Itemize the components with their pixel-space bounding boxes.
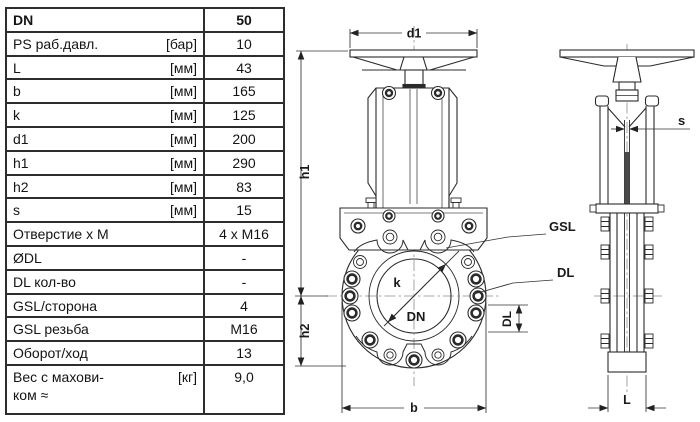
value-cell: 13 (236, 345, 252, 362)
value-cell: 43 (236, 59, 252, 76)
dim-label-s: s (678, 113, 685, 128)
param-label: Отверстие x M (13, 226, 109, 243)
dim-label-dn: DN (407, 309, 426, 324)
value-cell: 125 (232, 107, 256, 124)
unit-label: [мм] (169, 130, 197, 147)
param-cell: k [мм] (7, 104, 205, 126)
value-cell: 4 (240, 297, 248, 314)
leader-lines (445, 233, 554, 333)
param-cell: d1 [мм] (7, 127, 205, 150)
param-label: s (13, 202, 20, 219)
table-row: k [мм] 125 (7, 104, 283, 128)
dim-label-dl: DL (500, 311, 514, 327)
unit-label: [мм] (169, 178, 197, 195)
dim-label-h1: h1 (298, 165, 312, 180)
param-label: h2 (13, 178, 29, 195)
value-cell: M16 (230, 321, 258, 338)
unit-label: [мм] (169, 202, 197, 219)
value-cell: 9,0 (234, 368, 254, 385)
table-row: Отверстие x M 4 x M16 (7, 223, 283, 247)
table-row: b [мм] 165 (7, 80, 283, 105)
label-gsl: GSL (549, 219, 576, 234)
dim-label-k: k (393, 275, 401, 290)
value-cell: 83 (236, 178, 252, 195)
side-dimensions (588, 125, 690, 412)
unit-label: [мм] (169, 83, 197, 100)
param-cell: GSL/сторона (7, 294, 205, 317)
table-row: Вес с махови-ком ≈ [кг] 9,0 (7, 365, 283, 413)
table-row: h2 [мм] 83 (7, 175, 283, 200)
value-cell: - (241, 273, 247, 290)
param-label: Оборот/ход (13, 345, 88, 362)
param-cell: Оборот/ход (7, 342, 205, 364)
param-cell: s [мм] (7, 199, 205, 222)
unit-label: [кг] (177, 368, 197, 385)
table-row: GSL резьба M16 (7, 318, 283, 343)
param-cell: h2 [мм] (7, 175, 205, 198)
param-label: Вес с махови-ком ≈ (13, 368, 104, 403)
unit-label: [мм] (169, 154, 197, 171)
param-label: GSL/сторона (13, 297, 98, 314)
table-row: Оборот/ход 13 (7, 342, 283, 366)
param-label: ØDL (13, 249, 42, 266)
unit-label: [бар] (165, 35, 197, 52)
param-cell: DL кол-во (7, 270, 205, 293)
param-cell: GSL резьба (7, 318, 205, 341)
param-label: DN (13, 12, 34, 28)
value-cell: 50 (236, 12, 252, 28)
dim-label-b: b (410, 401, 418, 415)
param-label: h1 (13, 154, 29, 171)
param-cell: ØDL (7, 246, 205, 269)
value-cell: 4 x M16 (219, 226, 269, 243)
param-cell: L [мм] (7, 56, 205, 79)
param-label: PS раб.давл. (13, 35, 99, 52)
param-cell: h1 [мм] (7, 151, 205, 174)
table-row: PS раб.давл. [бар] 10 (7, 32, 283, 57)
table-row: GSL/сторона 4 (7, 294, 283, 319)
param-label: b (13, 83, 21, 100)
param-cell: Отверстие x M (7, 223, 205, 245)
table-row: d1 [мм] 200 (7, 127, 283, 152)
param-label: GSL резьба (13, 321, 89, 338)
value-cell: 15 (236, 202, 252, 219)
param-label: d1 (13, 130, 29, 147)
table-row: s [мм] 15 (7, 199, 283, 224)
param-label: L (13, 59, 21, 76)
param-cell: b [мм] (7, 80, 205, 103)
param-label: DL кол-во (13, 273, 76, 290)
table-row: DL кол-во - (7, 270, 283, 295)
dim-label-d1: d1 (407, 27, 422, 41)
value-cell: - (241, 249, 247, 266)
table-row: DN 50 (7, 9, 283, 33)
value-cell: 10 (236, 35, 252, 52)
value-cell: 165 (232, 83, 256, 100)
dim-label-h2: h2 (298, 324, 312, 339)
table-row: h1 [мм] 290 (7, 151, 283, 176)
side-view (559, 44, 695, 392)
param-cell: PS раб.давл. [бар] (7, 32, 205, 55)
unit-label: [мм] (169, 59, 197, 76)
front-view: k DN (326, 26, 500, 386)
label-dl: DL (557, 265, 574, 280)
front-dimensions (295, 29, 487, 413)
value-cell: 290 (232, 154, 256, 171)
param-cell: DN (7, 9, 205, 31)
value-cell: 200 (232, 130, 256, 147)
param-cell: Вес с махови-ком ≈ [кг] (7, 365, 205, 413)
table-row: L [мм] 43 (7, 56, 283, 81)
param-label: k (13, 107, 20, 124)
unit-label: [мм] (169, 107, 197, 124)
dim-label-l: L (623, 393, 631, 407)
table-row: ØDL - (7, 246, 283, 271)
